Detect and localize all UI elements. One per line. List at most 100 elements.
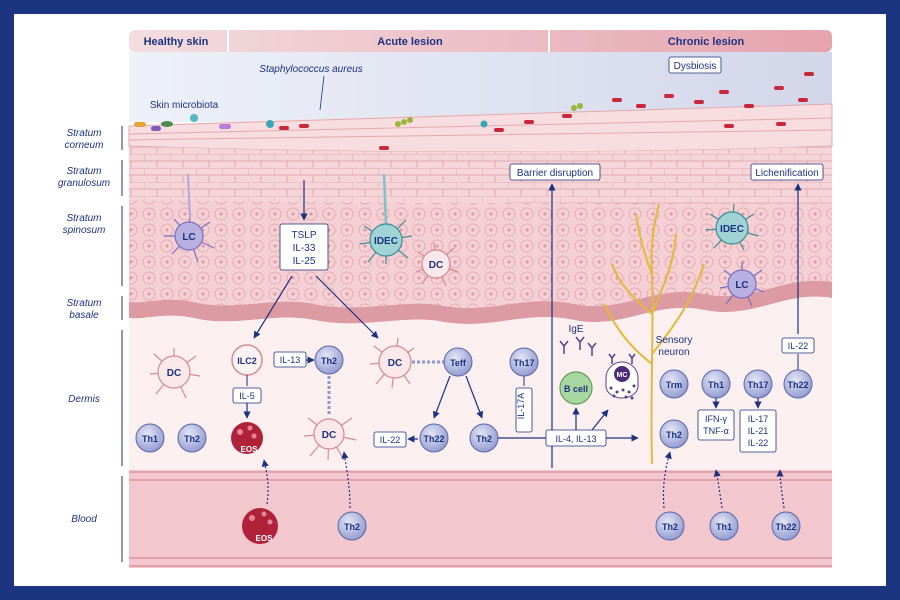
teff-label: Teff [450, 358, 467, 368]
tslp-text-2: IL-33 [293, 243, 316, 254]
th1-label-3: Th1 [716, 522, 732, 532]
th22-cell-blood [771, 511, 801, 541]
th2-cell-left [177, 423, 207, 453]
dc-cell-dermis-center: DC [303, 417, 357, 461]
th2-label-6: Th2 [662, 522, 678, 532]
th2-cell-blood-1 [337, 511, 367, 541]
tslp-text-1: TSLP [291, 230, 316, 241]
label-stratum-corneum-1: Stratum [66, 128, 101, 139]
th2-label-1: Th2 [321, 356, 337, 366]
il17a-box [515, 387, 533, 433]
label-sensory-neuron-2: neuron [658, 347, 689, 358]
microbiota-group [134, 72, 814, 150]
th2-label-3: Th2 [476, 434, 492, 444]
th1-extravasation-arrow [713, 469, 723, 509]
ige-antibodies [559, 336, 597, 356]
stratum-granulosum-layer [129, 146, 832, 204]
th2-extravasation-arrow [341, 451, 351, 509]
phase-acute-lesion: Acute lesion [377, 36, 443, 48]
phase-header-band [129, 30, 832, 52]
dc-cell-dermis-left: DC [149, 348, 201, 399]
label-stratum-spinosum-2: spinosum [63, 225, 106, 236]
dc-label-3: DC [322, 430, 336, 441]
il22-box-right [781, 337, 815, 354]
th2-label-5: Th2 [344, 522, 360, 532]
label-sensory-neuron-1: Sensory [656, 335, 693, 346]
phase-chronic-lesion: Chronic lesion [668, 36, 745, 48]
teff-cell [443, 347, 473, 377]
idec-cell-acute: IDEC [359, 173, 413, 264]
ifn-text-1: IFN-γ [705, 414, 727, 424]
th2-chronic-extravasation-arrow [662, 451, 672, 509]
b-cell [559, 371, 593, 405]
il17-text-2: IL-21 [748, 426, 769, 436]
barrier-disruption-box [509, 163, 601, 181]
label-lichenification: Lichenification [755, 168, 818, 179]
dc-cell-dermis-right: DC [369, 337, 415, 389]
tslp-to-dc-arrow [315, 275, 379, 339]
th22-label-1: Th22 [423, 434, 444, 444]
dc-cell-epidermis: DC [415, 241, 459, 287]
th1-label-2: Th1 [708, 380, 724, 390]
th17-label-1: Th17 [513, 358, 534, 368]
label-stratum-basale-1: Stratum [66, 298, 101, 309]
lc-cell-chronic: LC [719, 262, 765, 307]
label-stratum-basale-2: basale [69, 310, 99, 321]
dysbiosis-box [668, 56, 722, 74]
teff-to-th2-arrow [465, 375, 484, 419]
th22-extravasation-arrow [776, 469, 785, 509]
tslp-to-ilc2-arrow [253, 275, 293, 339]
il4-to-mc-arrow [591, 409, 609, 431]
idec-label-1: IDEC [374, 236, 398, 247]
dc-label-4: DC [388, 358, 402, 369]
th2-cell-blood-2 [655, 511, 685, 541]
label-stratum-corneum-2: corneum [65, 140, 104, 151]
tslp-box [279, 223, 329, 271]
sensory-neuron [603, 203, 705, 465]
il17-text-3: IL-22 [748, 438, 769, 448]
eos-label-2: EOS [256, 534, 274, 543]
stratum-basale-layer [129, 280, 832, 324]
il5-text: IL-5 [239, 391, 255, 401]
th1-label-1: Th1 [142, 434, 158, 444]
trm-label: Trm [666, 380, 683, 390]
th2-label-4: Th2 [666, 430, 682, 440]
label-staphylococcus-aureus: Staphylococcus aureus [259, 64, 362, 75]
label-dermis: Dermis [68, 394, 100, 405]
trm-cell [659, 369, 689, 399]
lc-label-1: LC [182, 232, 195, 243]
ifn-text-2: TNF-α [703, 426, 729, 436]
bcell-label: B cell [564, 384, 588, 394]
teff-to-th22-arrow [432, 375, 451, 419]
il13-text: IL-13 [280, 355, 301, 365]
diagram-frame: Healthy skin Acute lesion Chronic lesion… [14, 14, 886, 586]
th22-label-2: Th22 [787, 380, 808, 390]
label-skin-microbiota: Skin microbiota [150, 100, 219, 111]
tslp-text-3: IL-25 [293, 256, 316, 267]
atopic-dermatitis-diagram: Healthy skin Acute lesion Chronic lesion… [58, 30, 833, 568]
il4-il13-text: IL-4, IL-13 [555, 434, 596, 444]
ilc2-label: ILC2 [237, 356, 257, 366]
lc-cell-epidermis: LC [164, 173, 215, 263]
il22-box-left [373, 431, 407, 448]
th22-cell-acute [419, 423, 449, 453]
th2-label-2: Th2 [184, 434, 200, 444]
th1-cell-left [135, 423, 165, 453]
label-barrier-disruption: Barrier disruption [517, 168, 593, 179]
il17-text-1: IL-17 [748, 414, 769, 424]
ige-label: IgE [568, 324, 583, 335]
label-stratum-granulosum-2: granulosum [58, 178, 110, 189]
il22-text-right: IL-22 [788, 341, 809, 351]
label-blood: Blood [71, 514, 97, 525]
lc-label-2: LC [735, 280, 748, 291]
dc-label-2: DC [167, 368, 181, 379]
th2-cell-acute [314, 345, 344, 375]
lichenification-box [750, 163, 824, 181]
ifn-tnf-box [697, 409, 735, 441]
th17-label-2: Th17 [747, 380, 768, 390]
mc-label: MC [617, 372, 628, 379]
il17a-text: IL-17A [516, 393, 526, 420]
il17-il21-il22-box [739, 409, 777, 453]
label-stratum-granulosum-1: Stratum [66, 166, 101, 177]
idec-cell-chronic: IDEC [705, 203, 759, 251]
